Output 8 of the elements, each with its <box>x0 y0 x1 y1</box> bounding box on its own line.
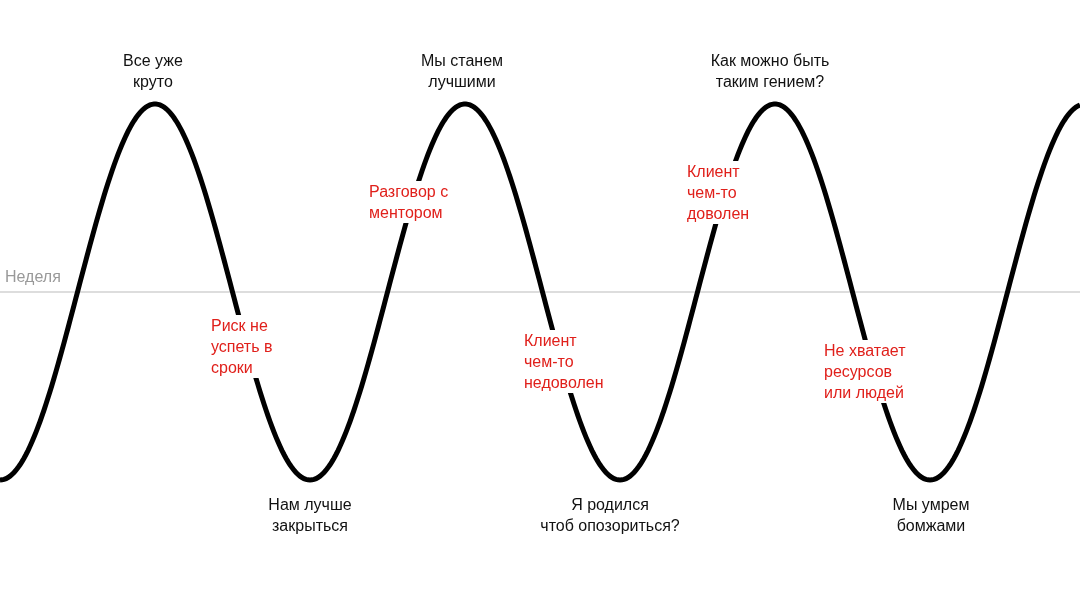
mood-label: Мы станем лучшими <box>419 51 505 92</box>
mood-label: Я родился чтоб опозориться? <box>539 495 681 536</box>
mood-label: Как можно быть таким гением? <box>709 51 831 92</box>
mood-label: Все уже круто <box>122 51 184 92</box>
mood-label: Мы умрем бомжами <box>891 495 971 536</box>
axis-label: Неделя <box>5 267 62 287</box>
event-label: Риск не успеть в сроки <box>211 315 275 378</box>
mood-label: Нам лучше закрыться <box>267 495 353 536</box>
